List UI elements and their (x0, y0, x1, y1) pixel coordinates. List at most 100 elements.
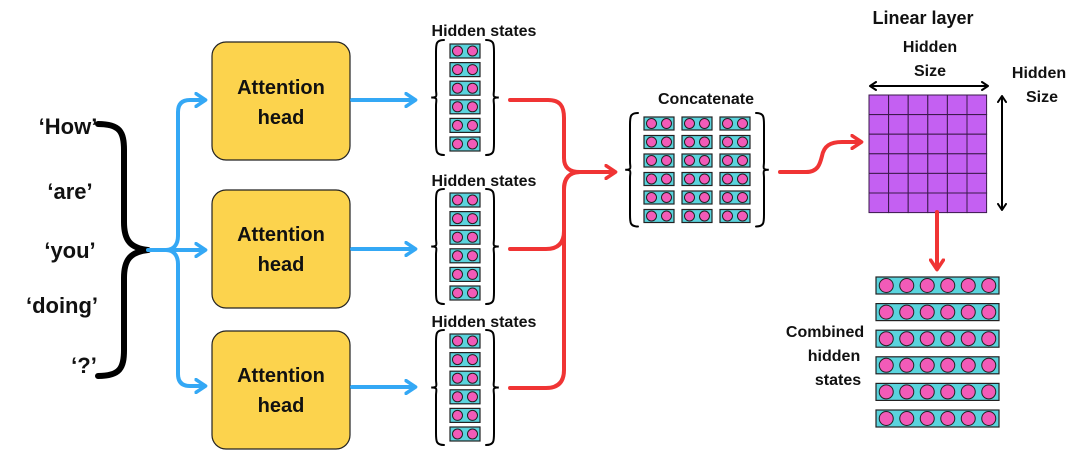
attention-head-3-line2: head (258, 395, 305, 417)
attention-head-2-line2: head (258, 254, 305, 276)
token-are: ‘are’ (47, 179, 92, 204)
attention-head-1-line1: Attention (237, 77, 325, 99)
linear-weight-cell-r3-c5 (946, 133, 968, 155)
concat-state-r2-c3 (719, 134, 751, 150)
token-doing: ‘doing’ (26, 293, 98, 318)
concat-state-r1-c1 (643, 116, 675, 131)
token-brace (95, 121, 151, 379)
hidden-states-label-2: Hidden states (432, 173, 537, 190)
linear-weight-cell-r6-c3 (907, 192, 929, 214)
concat-state-r5-c2 (681, 190, 713, 205)
merge-arrows (508, 98, 614, 390)
linear-weight-cell-r2-c2 (888, 114, 909, 135)
input-arrow-bottom (164, 248, 204, 386)
token-you: ‘you’ (44, 238, 95, 263)
linear-weight-cell-r4-c1 (868, 153, 890, 174)
linear-weight-cell-r5-c1 (868, 172, 890, 194)
combined-label-1: Combined (786, 324, 864, 341)
linear-weight-cell-r1-c5 (946, 94, 968, 116)
hidden-state-2-1 (449, 192, 481, 208)
linear-weight-cell-r6-c4 (927, 192, 948, 214)
attention-head-3-line1: Attention (237, 365, 325, 387)
hidden-state-1-4 (449, 99, 481, 115)
combined-label-3: states (815, 372, 861, 389)
concatenated-states (625, 112, 769, 228)
head-output-arrows (350, 100, 414, 387)
linear-weight-cell-r4-c5 (946, 153, 968, 174)
hidden-states-2-left-brace (431, 188, 445, 305)
linear-weight-cell-r6-c5 (946, 192, 968, 214)
linear-weight-cell-r1-c6 (966, 94, 988, 116)
linear-weight-cell-r5-c6 (966, 172, 988, 194)
attention-head-2-line1: Attention (237, 224, 325, 246)
linear-weight-cell-r6-c1 (868, 192, 890, 214)
linear-weight-cell-r4-c6 (966, 153, 988, 174)
concat-to-linear-arrow (778, 142, 860, 174)
hidden-state-2-3 (449, 229, 481, 245)
hidden-state-1-3 (449, 80, 481, 96)
concat-state-r1-c2 (681, 116, 713, 131)
hidden-state-2-4 (449, 248, 481, 264)
hidden-state-3-5 (449, 407, 481, 423)
hidden-states-group-2 (431, 188, 499, 305)
concat-state-r1-c3 (719, 116, 751, 131)
hidden-state-2-2 (449, 211, 481, 227)
concat-state-r3-c2 (681, 153, 713, 168)
concat-right-brace (755, 112, 769, 228)
concatenate-label: Concatenate (658, 91, 754, 108)
hidden-states-label-3: Hidden states (432, 314, 537, 331)
hidden-state-3-4 (449, 389, 481, 405)
combined-state-4 (875, 356, 1000, 375)
linear-layer-title: Linear layer (872, 8, 973, 28)
hidden-state-2-6 (449, 285, 481, 301)
concat-state-r3-c3 (719, 153, 751, 168)
linear-weight-cell-r3-c1 (868, 133, 890, 155)
concat-state-r2-c2 (681, 134, 713, 150)
attention-head-1-line2: head (258, 107, 305, 129)
concat-state-r2-c1 (643, 134, 675, 150)
concat-left-brace (625, 112, 639, 228)
concat-state-r6-c1 (643, 208, 675, 224)
hidden-states-2-right-brace (485, 188, 499, 305)
linear-weight-cell-r4-c4 (927, 153, 948, 174)
linear-weight-cell-r2-c5 (946, 114, 968, 135)
linear-weight-cell-r3-c6 (966, 133, 988, 155)
combined-state-5 (875, 382, 1000, 401)
hidden-states-1-right-brace (485, 39, 499, 156)
hidden-state-1-5 (449, 117, 481, 134)
combined-state-1 (875, 276, 1000, 295)
hidden-state-3-3 (449, 370, 481, 386)
attention-head-3: Attention head (211, 330, 351, 450)
linear-weight-cell-r3-c2 (888, 133, 909, 155)
linear-weight-cell-r4-c2 (888, 153, 909, 174)
token-question: ‘?’ (71, 353, 97, 378)
linear-height-label-2: Size (1026, 89, 1058, 106)
concat-state-r3-c1 (643, 153, 675, 168)
linear-weight-cell-r2-c4 (927, 114, 948, 135)
linear-weight-cell-r2-c3 (907, 114, 929, 135)
concat-state-r4-c1 (643, 171, 675, 187)
attention-head-2: Attention head (211, 189, 351, 309)
merge-arrow-top (508, 98, 614, 172)
concat-state-r6-c3 (719, 208, 751, 224)
concat-state-r5-c3 (719, 190, 751, 205)
linear-weight-cell-r5-c3 (907, 172, 929, 194)
hidden-states-3-left-brace (431, 329, 445, 446)
input-arrow-top (146, 100, 204, 252)
combined-hidden-states (875, 276, 1000, 428)
linear-weight-cell-r3-c3 (907, 133, 929, 155)
linear-weight-cell-r1-c2 (888, 94, 909, 116)
hidden-state-1-1 (449, 43, 481, 59)
combined-state-2 (875, 303, 1000, 322)
merge-arrow-bottom (508, 170, 582, 390)
concat-state-r4-c3 (719, 171, 751, 187)
linear-weight-cell-r4-c3 (907, 153, 929, 174)
linear-weight-cell-r5-c2 (888, 172, 909, 194)
linear-weight-cell-r5-c5 (946, 172, 968, 194)
linear-width-label-1: Hidden (903, 39, 957, 56)
attention-head-1: Attention head (211, 41, 351, 161)
linear-layer-weight-grid (868, 94, 988, 214)
token-how: ‘How’ (39, 114, 98, 139)
linear-weight-cell-r1-c1 (868, 94, 890, 116)
